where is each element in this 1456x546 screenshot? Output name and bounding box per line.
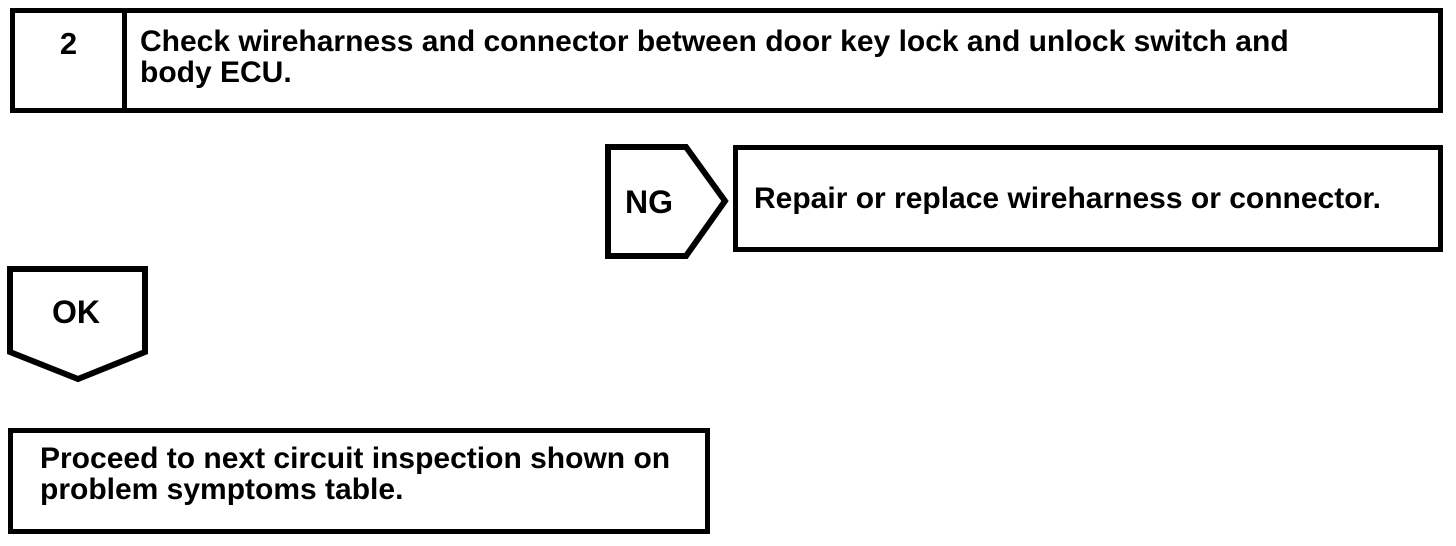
ok-pentagon-shape — [7, 266, 148, 383]
ok-connector-arrow: OK — [7, 266, 148, 383]
ok-result-line-1: Proceed to next circuit inspection shown… — [40, 442, 671, 475]
step-instruction: Check wireharness and connector between … — [127, 13, 1438, 108]
ng-result-text: Repair or replace wireharness or connect… — [754, 181, 1381, 215]
ng-pentagon-shape — [605, 144, 729, 259]
ok-result-line-2: problem symptoms table. — [40, 473, 404, 506]
ng-label: NG — [625, 184, 673, 220]
step-box: 2 Check wireharness and connector betwee… — [10, 8, 1443, 113]
step-number: 2 — [15, 13, 127, 108]
step-instruction-line-1: Check wireharness and connector between … — [140, 25, 1289, 58]
ng-result-box: Repair or replace wireharness or connect… — [733, 145, 1443, 252]
ok-label: OK — [52, 294, 100, 330]
ok-result-box: Proceed to next circuit inspection shown… — [8, 428, 710, 534]
step-instruction-line-2: body ECU. — [140, 56, 292, 89]
ng-connector-arrow: NG — [605, 144, 729, 259]
